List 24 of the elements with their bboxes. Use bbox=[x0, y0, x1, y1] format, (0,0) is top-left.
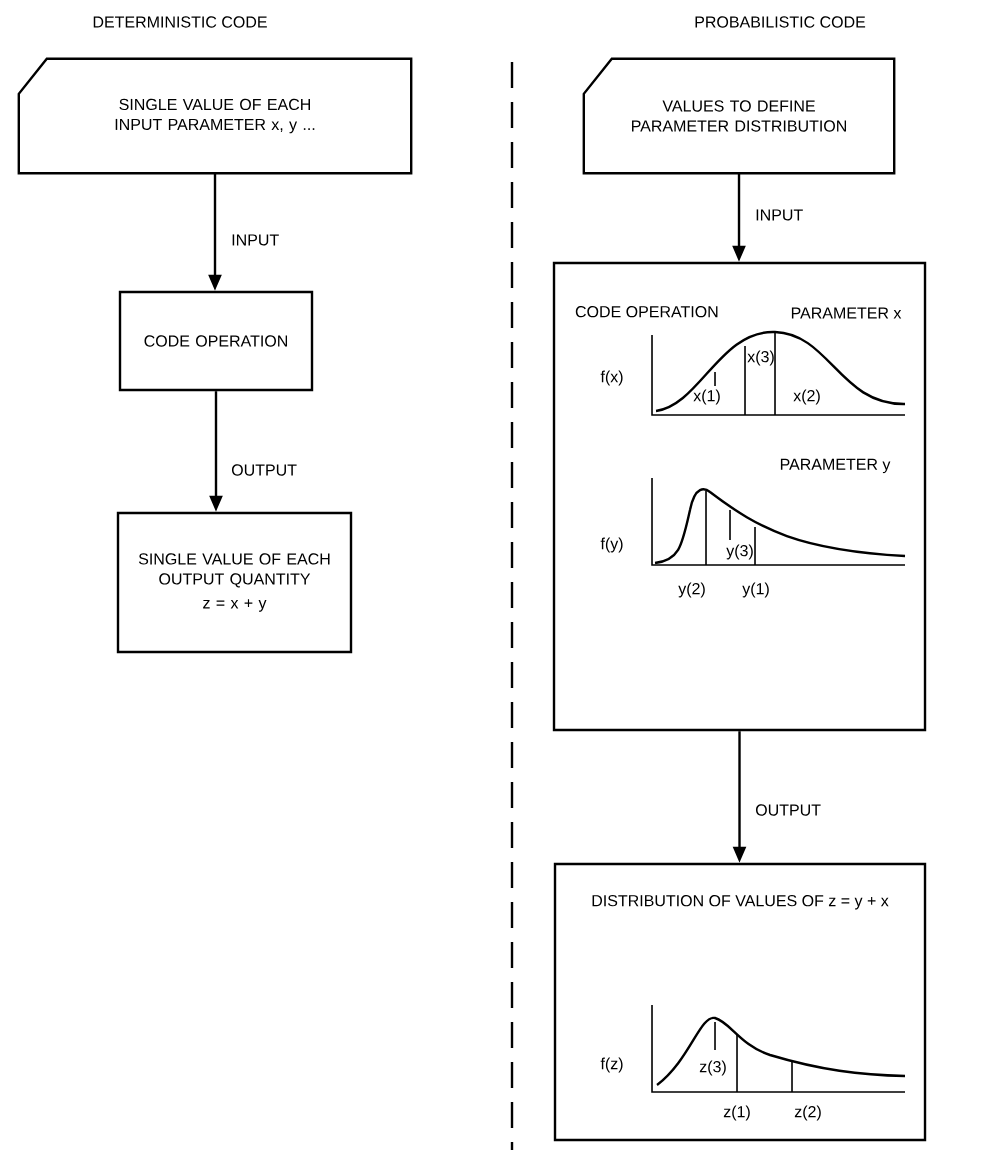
curve-title: PARAMETER x bbox=[791, 307, 902, 319]
edge-label: INPUT bbox=[753, 207, 806, 223]
column-heading: DETERMINISTIC CODE bbox=[93, 16, 267, 28]
axis-label: f(y) bbox=[600, 537, 623, 553]
sample-label: z(2) bbox=[794, 1105, 821, 1121]
sample-label: x(1) bbox=[693, 389, 720, 405]
sample-label: x(2) bbox=[793, 389, 820, 405]
curve-title: PARAMETER y bbox=[780, 458, 891, 474]
edge-label: OUTPUT bbox=[229, 462, 299, 478]
sample-label: z(1) bbox=[723, 1105, 750, 1121]
axis-label: f(z) bbox=[600, 1057, 623, 1073]
sample-label: x(3) bbox=[747, 350, 774, 366]
sample-label: y(2) bbox=[678, 582, 705, 598]
input-card: VALUES TO DEFINE PARAMETER DISTRIBUTION bbox=[582, 57, 896, 175]
sample-label: z(3) bbox=[699, 1060, 726, 1076]
output-box: SINGLE VALUE OF EACH OUTPUT QUANTITY z = x + y bbox=[116, 511, 353, 654]
column-heading: PROBABILISTIC CODE bbox=[695, 16, 866, 28]
input-card: SINGLE VALUE OF EACH INPUT PARAMETER x, y ... bbox=[17, 57, 413, 175]
axis-label: f(x) bbox=[600, 370, 623, 386]
process-box: CODE OPERATION bbox=[118, 290, 314, 392]
edge-label: INPUT bbox=[229, 232, 282, 248]
sample-label: y(3) bbox=[726, 544, 753, 560]
edge-label: OUTPUT bbox=[753, 802, 823, 818]
sample-label: y(1) bbox=[742, 582, 769, 598]
